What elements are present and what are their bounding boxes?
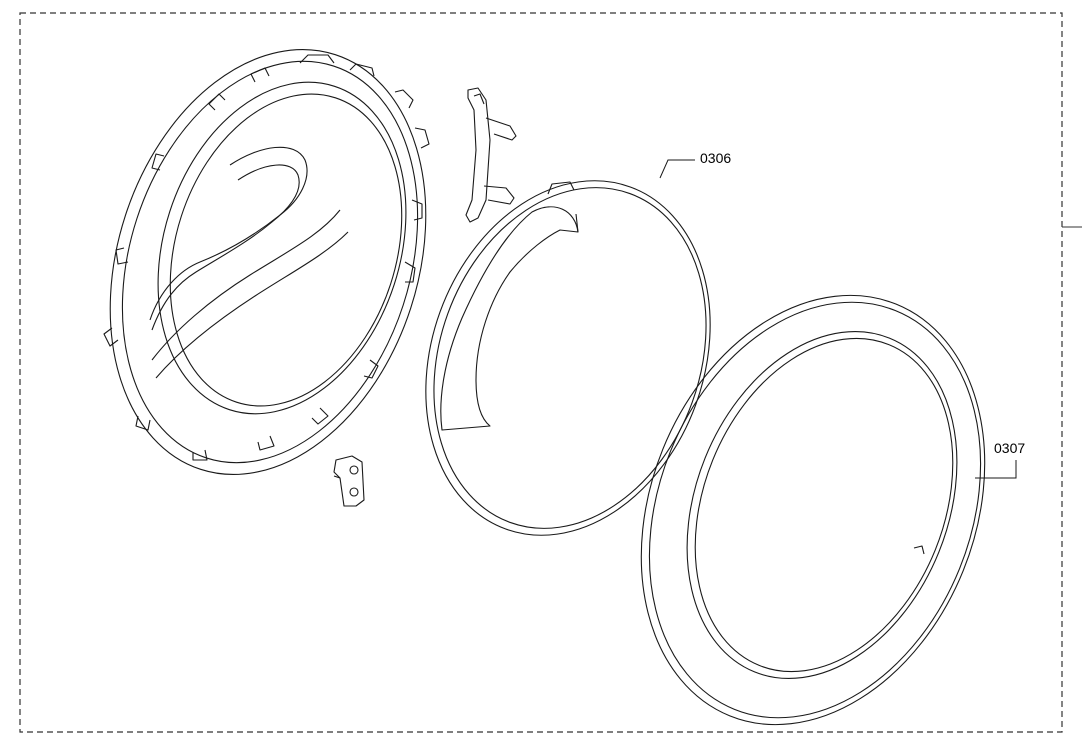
callout-leader-0306 xyxy=(659,159,695,179)
inner-door-frame xyxy=(103,49,430,475)
hinge-bracket xyxy=(465,87,517,223)
door-glass-bowl xyxy=(425,180,711,536)
outer-door-ring xyxy=(640,294,986,726)
callout-leader-0307 xyxy=(975,460,1017,479)
callout-label-0306: 0306 xyxy=(700,150,732,166)
door-catch xyxy=(333,455,365,507)
callout-label-0307: 0307 xyxy=(994,440,1026,456)
assembly-boundary xyxy=(19,12,1063,733)
